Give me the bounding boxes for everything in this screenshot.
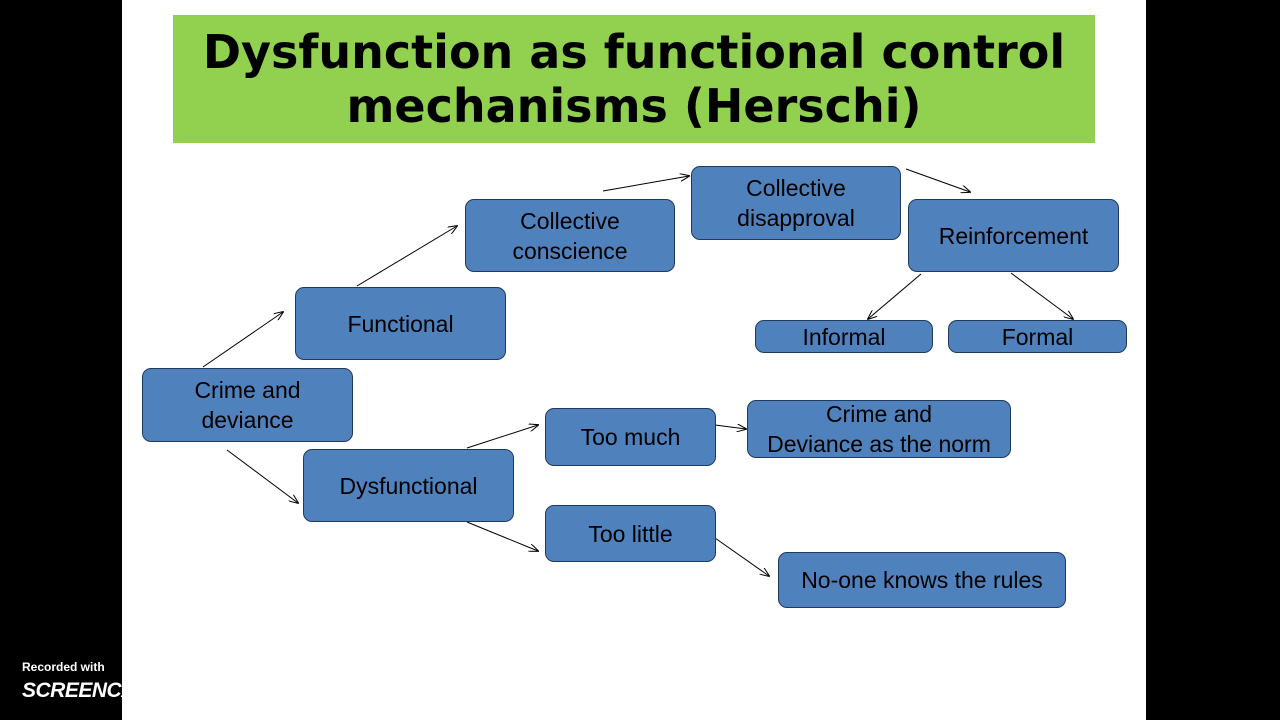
node-too-much: Too much	[545, 408, 716, 466]
arrow-disapproval-to-reinforcement	[905, 168, 970, 192]
arrow-crime-to-dysfunctional	[226, 449, 298, 503]
title-band	[173, 15, 1095, 143]
arrow-conscience-to-disapproval	[602, 176, 689, 192]
arrow-too-little-to-rules	[714, 537, 769, 576]
screencast-logo-icon	[163, 678, 181, 704]
node-crime-and-deviance: Crime and deviance	[142, 368, 353, 442]
watermark-brand-left: SCREENCAST	[22, 679, 162, 702]
node-functional: Functional	[295, 287, 506, 360]
watermark-brand-right: MATIC	[179, 679, 243, 702]
arrow-functional-to-collective-conscience	[356, 226, 457, 287]
node-no-one-knows-rules: No-one knows the rules	[778, 552, 1066, 608]
node-dysfunctional: Dysfunctional	[303, 449, 514, 522]
watermark-recorded-with: Recorded with	[22, 660, 105, 674]
arrow-reinforcement-to-informal	[868, 273, 922, 319]
node-too-little: Too little	[545, 505, 716, 562]
node-informal: Informal	[755, 320, 933, 353]
watermark-brand: SCREENCAST MATIC	[22, 678, 243, 704]
arrow-dysfunctional-to-too-little	[466, 521, 538, 551]
screencast-watermark: Recorded with SCREENCAST MATIC	[22, 660, 243, 704]
node-reinforcement: Reinforcement	[908, 199, 1119, 272]
node-formal: Formal	[948, 320, 1127, 353]
arrow-crime-to-functional	[202, 312, 283, 368]
node-crime-deviance-norm: Crime and Deviance as the norm	[747, 400, 1011, 458]
node-collective-conscience: Collective conscience	[465, 199, 675, 272]
slide-title: Dysfunction as functional control mechan…	[202, 25, 1066, 133]
node-collective-disapproval: Collective disapproval	[691, 166, 901, 240]
arrow-dysfunctional-to-too-much	[466, 425, 538, 449]
arrow-too-much-to-norm	[714, 425, 746, 429]
arrow-reinforcement-to-formal	[1010, 272, 1073, 319]
